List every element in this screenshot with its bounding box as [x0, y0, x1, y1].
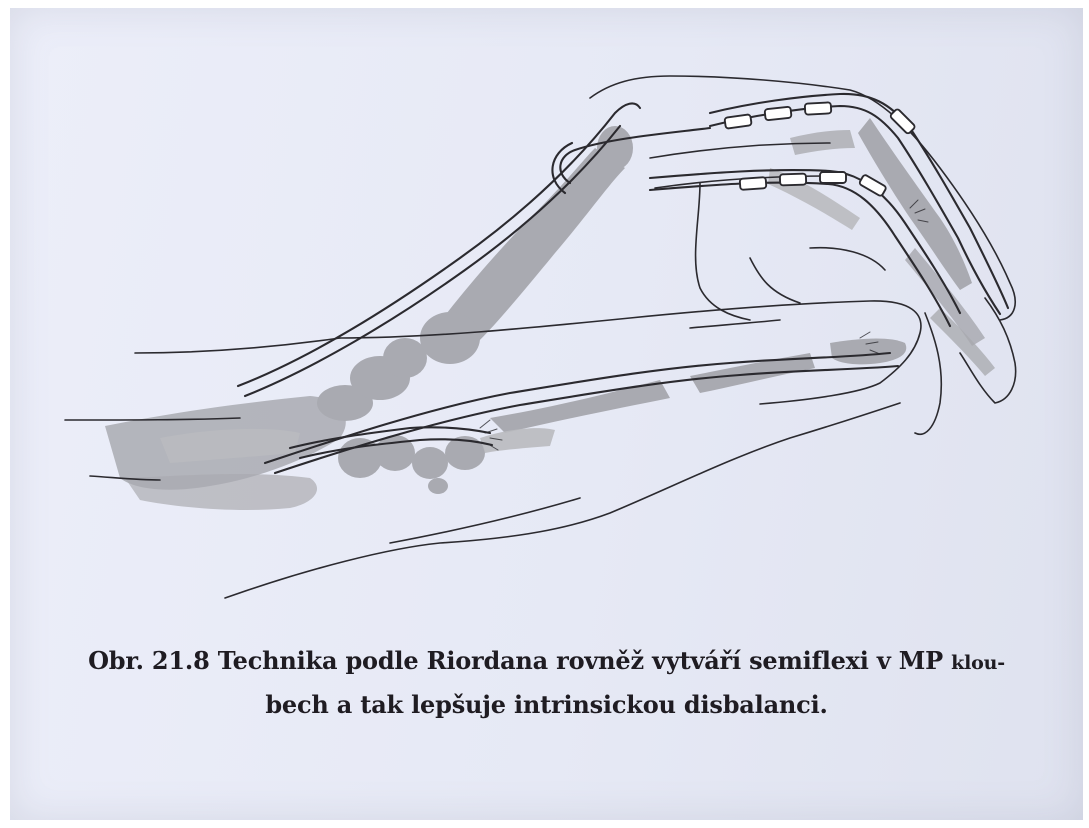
- caption-line-1-text: Obr. 21.8 Technika podle Riordana rovněž…: [88, 646, 943, 675]
- book-page: Obr. 21.8 Technika podle Riordana rovněž…: [10, 8, 1083, 820]
- caption-line-2: bech a tak lepšuje intrinsickou disbalan…: [10, 684, 1083, 726]
- caption-line-1-hyphenated-word: klou-: [951, 652, 1005, 674]
- caption-line-1: Obr. 21.8 Technika podle Riordana rovněž…: [10, 640, 1083, 684]
- hand-tendon-transfer-illustration: [10, 8, 1083, 618]
- figure-caption: Obr. 21.8 Technika podle Riordana rovněž…: [10, 640, 1083, 726]
